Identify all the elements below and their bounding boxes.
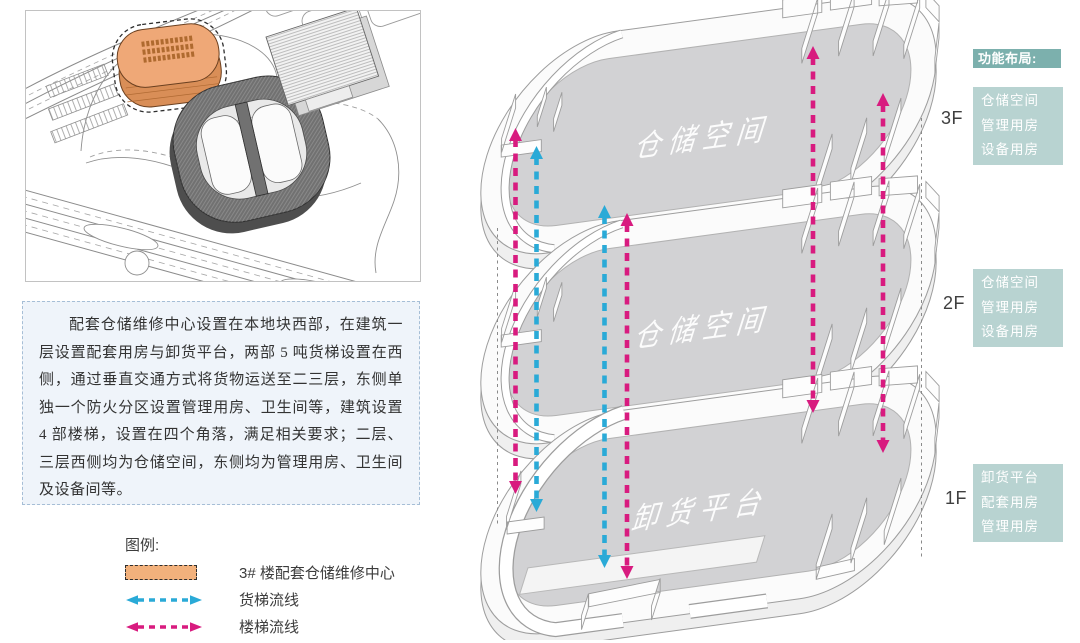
arrow-left-head	[126, 594, 138, 605]
freight-flow-arrow	[598, 205, 611, 568]
function-line: 管理用房	[981, 519, 1039, 534]
axonometric-diagram: 仓储空间 仓储空间 卸货平台	[451, 0, 966, 640]
orange-building-windows	[141, 35, 195, 63]
site-plan-drawing	[26, 11, 420, 281]
floor-tag-2f: 2F	[943, 293, 966, 313]
function-line: 管理用房	[981, 117, 1039, 133]
description-text-box: 配套仓储维修中心设置在本地块西部，在建筑一层设置配套用房与卸货平台，两部 5 吨…	[22, 301, 420, 505]
stair-flow-arrow	[876, 93, 890, 453]
legend-title: 图例:	[125, 537, 160, 554]
function-line: 配套用房	[981, 494, 1039, 510]
legend-item-label: 3# 楼配套仓储维修中心	[239, 565, 395, 582]
legend-item-freight-elevator: 货梯流线	[125, 589, 455, 610]
function-box-3f: 仓储空间 管理用房 设备用房	[973, 87, 1063, 165]
function-line: 管理用房	[981, 299, 1039, 315]
legend-item-label: 楼梯流线	[239, 619, 300, 636]
floor-tag-1f: 1F	[945, 488, 968, 508]
function-box-2f: 仓储空间 管理用房 设备用房	[973, 269, 1063, 347]
arrow-right-head	[190, 594, 202, 605]
function-line: 仓储空间	[981, 93, 1039, 108]
flow-arrows	[509, 46, 890, 579]
legend-item-building: 3# 楼配套仓储维修中心	[125, 562, 455, 583]
function-layout-header: 功能布局:	[973, 49, 1061, 68]
arrow-right-head	[190, 621, 202, 632]
cyan-arrow-swatch	[126, 594, 202, 605]
function-line: 设备用房	[981, 324, 1039, 339]
legend-item-label: 货梯流线	[239, 592, 300, 609]
legend: 图例: 3# 楼配套仓储维修中心 货梯流线 楼梯流线	[125, 534, 455, 643]
function-line: 卸货平台	[981, 470, 1039, 485]
legend-item-stair: 楼梯流线	[125, 616, 455, 637]
function-line: 仓储空间	[981, 275, 1039, 290]
boulevard	[26, 189, 363, 281]
stair-flow-arrow	[620, 213, 634, 579]
floor-1f-walls	[506, 365, 940, 630]
floor-tag-3f: 3F	[941, 108, 964, 128]
light-building	[265, 11, 390, 117]
site-plan	[25, 10, 421, 282]
function-box-1f: 卸货平台 配套用房 管理用房	[973, 464, 1063, 542]
axon-floor-3f: 仓储空间	[451, 0, 966, 282]
arrow-left-head	[126, 621, 138, 632]
function-line: 设备用房	[981, 142, 1039, 157]
description-text: 配套仓储维修中心设置在本地块西部，在建筑一层设置配套用房与卸货平台，两部 5 吨…	[39, 317, 403, 498]
stair-flow-arrow	[509, 128, 522, 494]
stair-flow-arrow	[806, 46, 820, 413]
magenta-arrow-swatch	[126, 621, 202, 632]
orange-building	[111, 18, 228, 113]
orange-area-swatch	[125, 565, 197, 580]
axon-floor-2f: 仓储空间	[451, 173, 966, 472]
freight-flow-arrow	[530, 146, 543, 512]
stadium-building	[169, 75, 331, 234]
axon-floor-1f: 卸货平台	[451, 363, 966, 640]
projection-lines	[497, 118, 922, 557]
parking-lots	[45, 63, 129, 144]
